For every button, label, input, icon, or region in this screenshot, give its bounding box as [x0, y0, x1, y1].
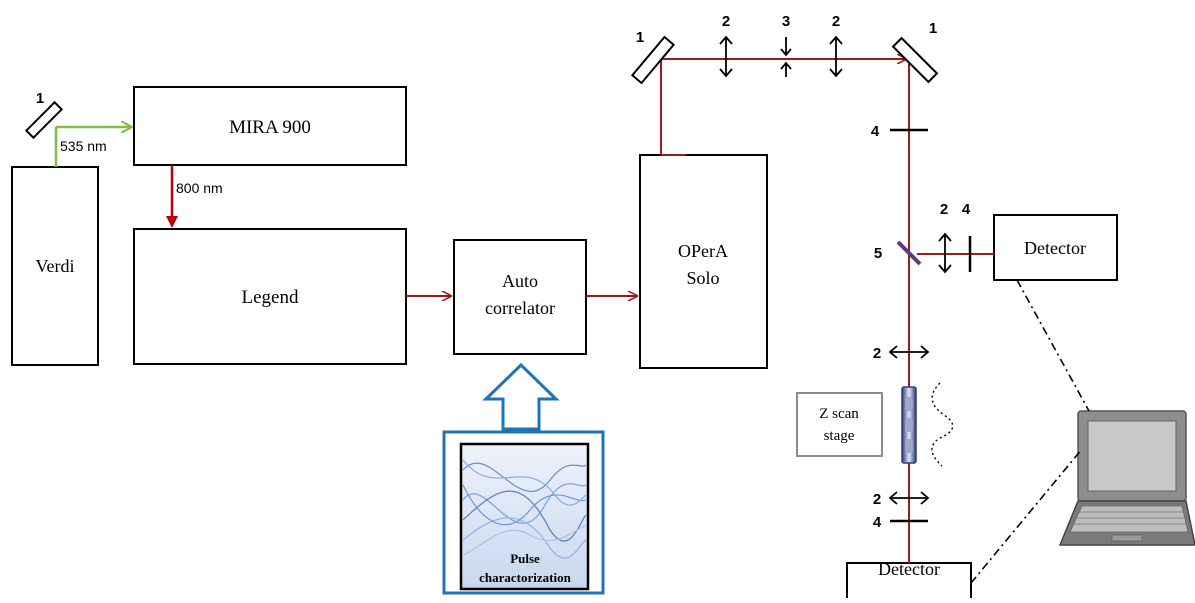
label-filter-side: 4 [962, 201, 971, 218]
pulse-waveform [462, 459, 587, 559]
label-splitter: 5 [874, 245, 882, 262]
mira-box: MIRA 900 [133, 86, 407, 166]
pulse-label-line2: charactorization [479, 570, 571, 585]
beam-splitter [896, 240, 922, 266]
aperture [780, 37, 792, 77]
detector-top-box: Detector [993, 214, 1118, 281]
label-lens-a: 2 [722, 13, 730, 30]
mirror-right [891, 36, 939, 84]
pulse-label-line1: Pulse [510, 551, 540, 566]
verdi-label: Verdi [36, 256, 75, 276]
label-lens-pre-sample: 2 [873, 345, 881, 362]
label-lens-b: 2 [832, 13, 840, 30]
pulse-characterization-panel: Pulse charactorization [442, 430, 605, 595]
lens-a [719, 35, 733, 78]
label-filter-bottom: 4 [873, 514, 882, 531]
green-beam [54, 127, 131, 167]
beam-opera-output [660, 59, 994, 563]
lens-post-sample [888, 491, 930, 505]
sample-cuvette [901, 386, 917, 464]
connector-detector-bottom-laptop [970, 448, 1083, 584]
opera-label-line1: OPerA [678, 241, 728, 261]
lens-b [829, 35, 843, 78]
zscan-label-line2: stage [824, 428, 855, 444]
detector-top-label: Detector [1024, 238, 1086, 258]
label-lens-post-sample: 2 [873, 491, 881, 508]
autocorrelator-box: Auto correlator [453, 239, 587, 355]
label-mirror-left: 1 [636, 29, 644, 46]
mirror-left [630, 35, 676, 85]
lens-pre-sample [888, 345, 930, 359]
up-arrow-icon [482, 362, 560, 431]
legend-label: Legend [242, 287, 299, 308]
lens-side [938, 232, 952, 274]
green-wavelength-label: 535 nm [60, 138, 107, 154]
legend-box: Legend [133, 228, 407, 365]
mirror-verdi [24, 100, 64, 140]
mira-label: MIRA 900 [229, 117, 311, 138]
label-aperture: 3 [782, 13, 790, 30]
connector-detector-top-laptop [1016, 279, 1090, 412]
verdi-box: Verdi [11, 166, 99, 366]
laptop-icon [1058, 410, 1195, 546]
red-wavelength-label: 800 nm [176, 180, 223, 196]
label-mirror-verdi: 1 [36, 90, 44, 107]
detector-bottom-box: Detector [846, 559, 972, 603]
autocorrelator-label-line1: Auto [502, 271, 538, 291]
detector-bottom-label: Detector [878, 559, 940, 579]
label-mirror-right: 1 [929, 20, 937, 37]
gaussian-trace [931, 382, 954, 467]
label-filter-top: 4 [871, 123, 880, 140]
label-lens-side: 2 [940, 201, 948, 218]
autocorrelator-label-line2: correlator [485, 298, 555, 318]
zscan-label-line1: Z scan [819, 406, 859, 422]
opera-label-line2: Solo [686, 268, 719, 288]
zscan-stage-box: Z scan stage [796, 392, 883, 457]
opera-box: OPerA Solo [639, 154, 768, 369]
